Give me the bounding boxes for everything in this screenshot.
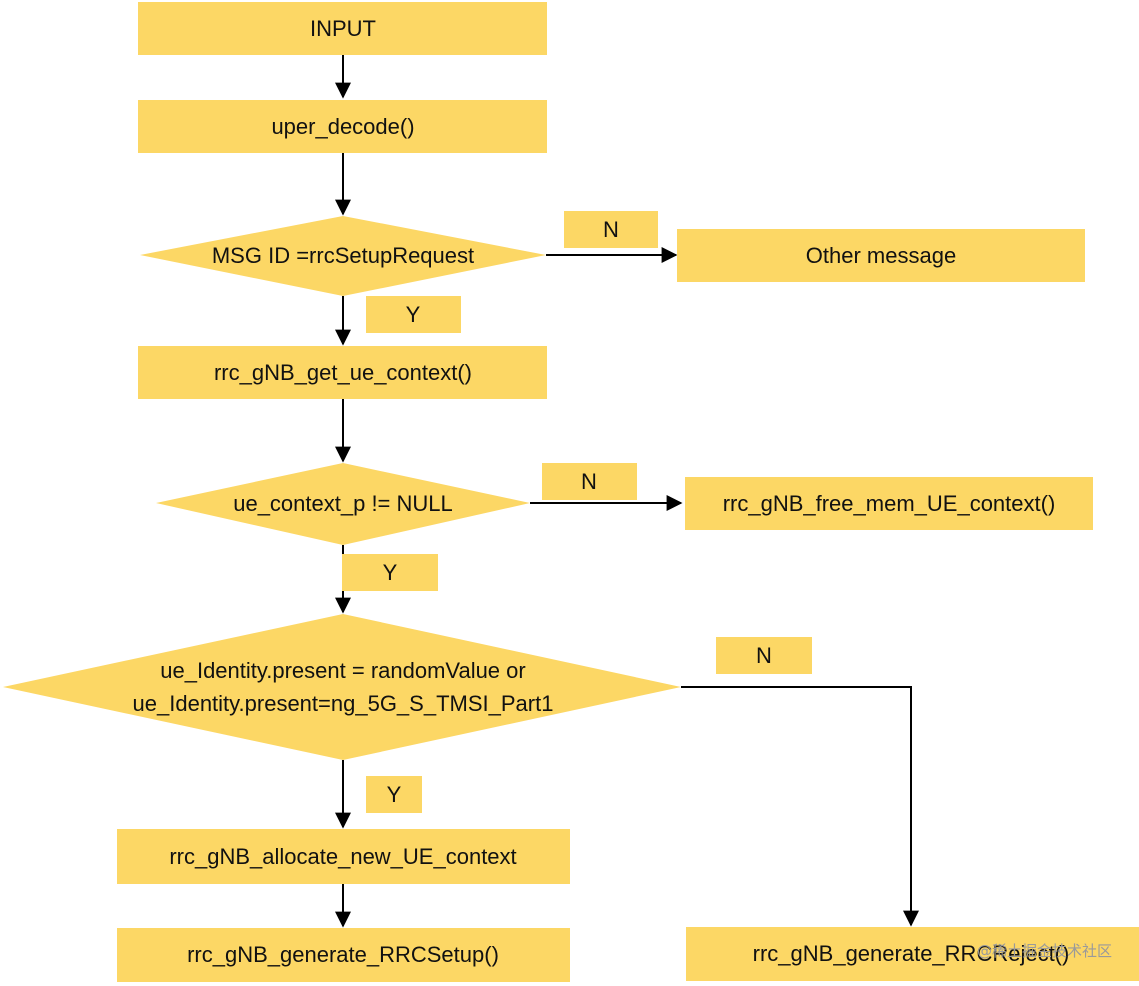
node-generate-setup-label: rrc_gNB_generate_RRCSetup(): [187, 942, 499, 967]
node-generate-reject: rrc_gNB_generate_RRCReject(): [686, 927, 1139, 981]
node-other-message: Other message: [677, 229, 1085, 282]
decision-msg-id-label: MSG ID =rrcSetupRequest: [212, 243, 474, 268]
label-msg-no-text: N: [603, 217, 619, 242]
node-allocate: rrc_gNB_allocate_new_UE_context: [117, 829, 570, 884]
label-ctx-no-text: N: [581, 469, 597, 494]
label-ctx-no: N: [542, 463, 637, 500]
node-generate-reject-label: rrc_gNB_generate_RRCReject(): [753, 941, 1070, 966]
node-generate-setup: rrc_gNB_generate_RRCSetup(): [117, 928, 570, 982]
node-allocate-label: rrc_gNB_allocate_new_UE_context: [169, 844, 516, 869]
decision-context-null-label: ue_context_p != NULL: [233, 491, 453, 516]
label-ctx-yes-text: Y: [383, 560, 398, 585]
decision-msg-id: MSG ID =rrcSetupRequest: [140, 216, 546, 296]
node-get-ue-context-label: rrc_gNB_get_ue_context(): [214, 360, 472, 385]
node-free-mem: rrc_gNB_free_mem_UE_context(): [685, 477, 1093, 530]
label-id-no-text: N: [756, 643, 772, 668]
label-ctx-yes: Y: [342, 554, 438, 591]
label-id-yes-text: Y: [387, 782, 402, 807]
label-msg-yes-text: Y: [406, 302, 421, 327]
node-other-message-label: Other message: [806, 243, 956, 268]
node-input-label: INPUT: [310, 16, 376, 41]
node-input: INPUT: [138, 2, 547, 55]
node-get-ue-context: rrc_gNB_get_ue_context(): [138, 346, 547, 399]
arrow-identity-no: [681, 686, 919, 927]
label-id-no: N: [716, 637, 812, 674]
decision-identity: ue_Identity.present = randomValue or ue_…: [3, 614, 681, 760]
label-id-yes: Y: [366, 776, 422, 813]
node-free-mem-label: rrc_gNB_free_mem_UE_context(): [723, 491, 1056, 516]
node-uper-decode: uper_decode(): [138, 100, 547, 153]
label-msg-no: N: [564, 211, 658, 248]
decision-identity-label-line2: ue_Identity.present=ng_5G_S_TMSI_Part1: [133, 691, 554, 716]
node-uper-decode-label: uper_decode(): [271, 114, 414, 139]
decision-context-null: ue_context_p != NULL: [156, 463, 530, 545]
decision-identity-label-line1: ue_Identity.present = randomValue or: [160, 658, 525, 683]
watermark: @稀土掘金技术社区: [977, 942, 1112, 960]
label-msg-yes: Y: [366, 296, 461, 333]
